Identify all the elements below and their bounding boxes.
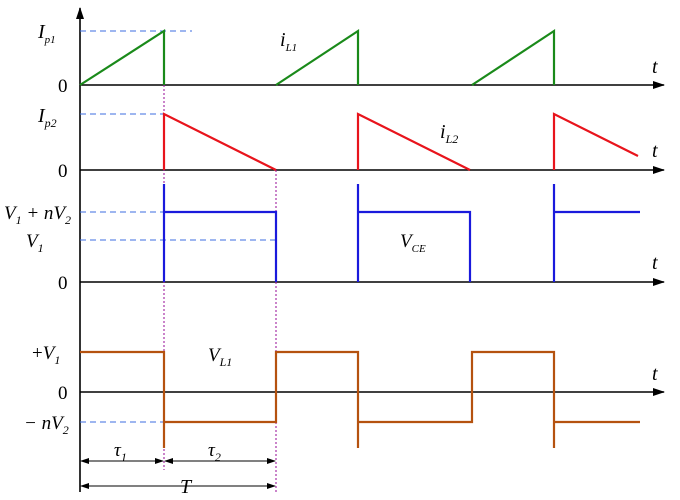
- iL1-cycle-2: [275, 28, 360, 86]
- iL2-waveform: [162, 112, 639, 171]
- t-label-panel3: t: [652, 252, 658, 274]
- label-ip2: Ip2: [37, 105, 57, 130]
- t-label-panel4: t: [652, 363, 658, 385]
- curve-label-iL2: iL2: [440, 121, 458, 146]
- iL2-cycle-1: [162, 112, 277, 171]
- iL1-waveform: [79, 28, 556, 86]
- timing-dimensions: [80, 458, 276, 489]
- zero-label-panel3: 0: [58, 273, 68, 294]
- timing-markers: [163, 85, 277, 492]
- zero-label-panel2: 0: [58, 161, 68, 182]
- label-ip1: Ip1: [37, 21, 56, 46]
- curve-label-vce: VCE: [400, 231, 426, 255]
- zero-label-panel4: 0: [58, 383, 68, 404]
- iL1-cycle-3: [471, 28, 556, 86]
- vce-cycle-3: [552, 184, 640, 282]
- iL2-cycle-2: [356, 112, 471, 171]
- curve-label-iL1: iL1: [280, 29, 297, 54]
- vl1-waveform: [80, 350, 640, 448]
- t-label-panel2: t: [652, 140, 658, 162]
- reference-lines: [80, 30, 276, 423]
- vce-waveform: [162, 184, 640, 282]
- label-v1: V1: [26, 231, 44, 255]
- iL1-cycle-1: [79, 28, 166, 86]
- vce-cycle-2: [356, 184, 472, 282]
- label-tau1: τ1: [114, 440, 127, 464]
- t-label-panel1: t: [652, 56, 658, 78]
- vce-cycle-1: [162, 184, 278, 282]
- vl1-segment-1: [80, 350, 640, 448]
- label-tau2: τ2: [208, 440, 221, 464]
- label-plus-v1: +V1: [32, 343, 60, 367]
- iL2-cycle-3: [552, 112, 639, 170]
- zero-label-panel1: 0: [58, 76, 68, 97]
- label-v1-plus-nv2: V1 + nV2: [4, 203, 71, 227]
- label-minus-nv2: − nV2: [24, 413, 69, 437]
- curve-label-vl1: VL1: [208, 345, 232, 369]
- label-period: T: [180, 476, 193, 498]
